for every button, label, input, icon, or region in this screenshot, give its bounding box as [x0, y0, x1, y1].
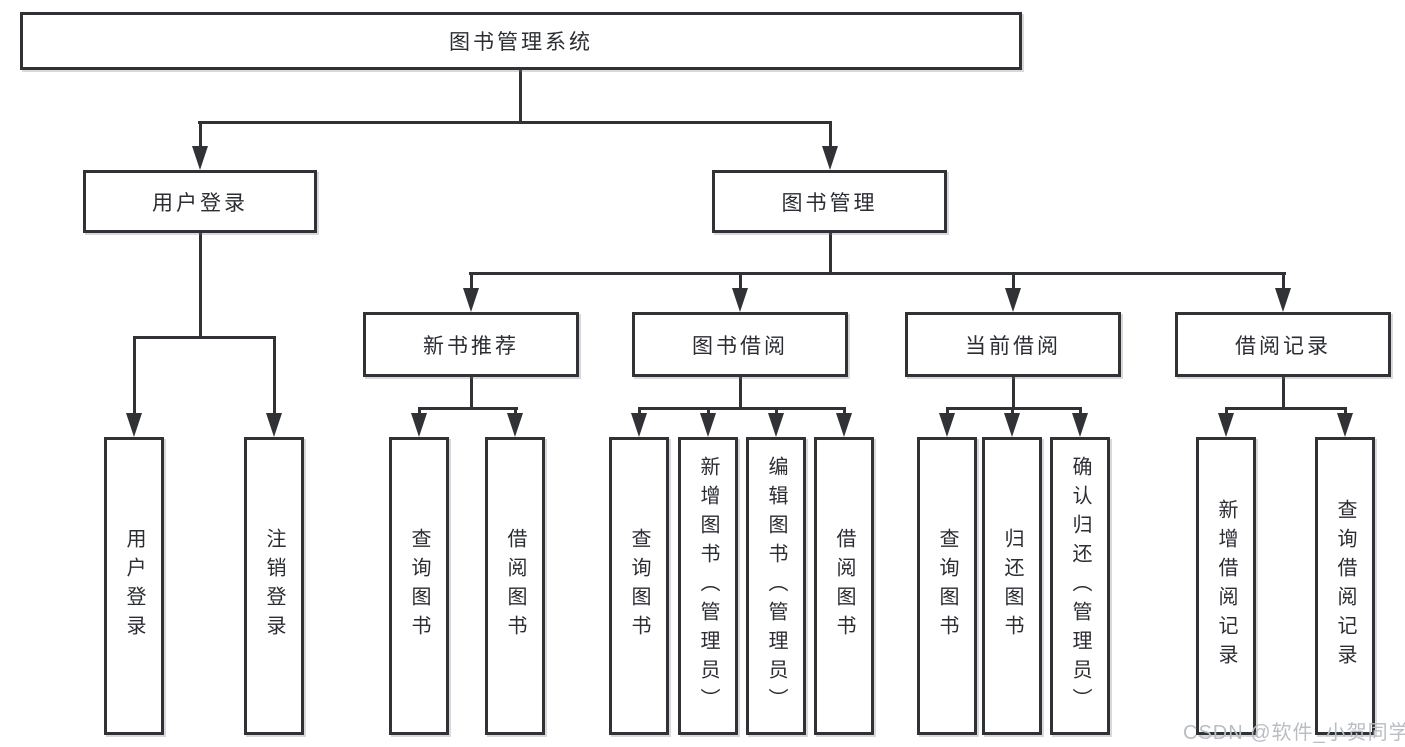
leaf-borrow-books-recommend: 借阅图书: [485, 437, 545, 735]
leaf-logout: 注销登录: [244, 437, 304, 735]
leaf-user-login: 用户登录: [104, 437, 164, 735]
leaf-add-book-admin-label: 新增图书（管理员）: [697, 455, 719, 717]
connector-line: [638, 407, 641, 417]
arrowhead-down-icon: [631, 413, 647, 437]
leaf-query-books-current: 查询图书: [917, 437, 977, 735]
connector-line: [1012, 376, 1015, 410]
connector-line: [739, 272, 742, 290]
leaf-edit-book-admin-label: 编辑图书（管理员）: [765, 455, 787, 717]
arrowhead-down-icon: [1337, 413, 1353, 437]
leaf-borrow-books-borrow: 借阅图书: [814, 437, 874, 735]
leaf-borrow-books-recommend-label: 借阅图书: [504, 528, 526, 644]
connector-line: [1012, 272, 1015, 290]
connector-line: [418, 407, 518, 410]
node-root-label: 图书管理系统: [449, 31, 593, 54]
node-current-borrow: 当前借阅: [905, 312, 1121, 377]
leaf-return-book-label: 归还图书: [1001, 528, 1023, 644]
connector-line: [1282, 272, 1285, 290]
arrowhead-down-icon: [463, 288, 479, 312]
leaf-query-borrow-record: 查询借阅记录: [1315, 437, 1375, 735]
connector-line: [470, 376, 473, 410]
connector-line: [638, 407, 846, 410]
node-book-management: 图书管理: [712, 170, 947, 233]
connector-line: [514, 407, 517, 417]
leaf-query-books-borrow: 查询图书: [609, 437, 669, 735]
connector-line: [1079, 407, 1082, 417]
connector-line: [1344, 407, 1347, 417]
connector-line: [133, 336, 136, 415]
node-new-book-recommend: 新书推荐: [363, 312, 579, 377]
node-borrow-records-label: 借阅记录: [1235, 334, 1331, 358]
connector-line: [1011, 407, 1014, 417]
leaf-logout-label: 注销登录: [263, 528, 285, 644]
connector-line: [199, 121, 202, 148]
connector-line: [829, 121, 832, 148]
arrowhead-down-icon: [768, 413, 784, 437]
leaf-confirm-return-admin-label: 确认归还（管理员）: [1069, 455, 1091, 717]
leaf-query-books-recommend: 查询图书: [389, 437, 449, 735]
leaf-borrow-books-borrow-label: 借阅图书: [833, 528, 855, 644]
node-current-borrow-label: 当前借阅: [965, 334, 1061, 358]
arrowhead-down-icon: [266, 413, 282, 437]
connector-line: [1225, 407, 1347, 410]
connector-line: [829, 232, 832, 275]
arrowhead-down-icon: [732, 288, 748, 312]
node-borrow-records: 借阅记录: [1175, 312, 1391, 377]
connector-line: [946, 407, 1082, 410]
arrowhead-down-icon: [1072, 413, 1088, 437]
arrowhead-down-icon: [507, 413, 523, 437]
connector-line: [775, 407, 778, 417]
leaf-return-book: 归还图书: [982, 437, 1042, 735]
leaf-confirm-return-admin: 确认归还（管理员）: [1050, 437, 1110, 735]
connector-line: [739, 376, 742, 410]
connector-line: [198, 121, 832, 124]
leaf-query-borrow-record-label: 查询借阅记录: [1334, 499, 1356, 673]
node-root: 图书管理系统: [20, 12, 1022, 70]
connector-line: [707, 407, 710, 417]
connector-line: [1282, 376, 1285, 410]
connector-line: [843, 407, 846, 417]
connector-line: [133, 336, 276, 339]
connector-line: [519, 70, 522, 124]
connector-line: [470, 272, 473, 290]
leaf-query-books-current-label: 查询图书: [936, 528, 958, 644]
leaf-edit-book-admin: 编辑图书（管理员）: [746, 437, 806, 735]
arrowhead-down-icon: [1004, 413, 1020, 437]
node-user-login: 用户登录: [83, 170, 317, 233]
leaf-query-books-borrow-label: 查询图书: [628, 528, 650, 644]
leaf-add-borrow-record: 新增借阅记录: [1196, 437, 1256, 735]
arrowhead-down-icon: [192, 146, 208, 170]
connector-line: [273, 336, 276, 415]
node-user-login-label: 用户登录: [152, 191, 248, 215]
leaf-add-book-admin: 新增图书（管理员）: [678, 437, 738, 735]
arrowhead-down-icon: [1218, 413, 1234, 437]
arrowhead-down-icon: [1275, 288, 1291, 312]
arrowhead-down-icon: [126, 413, 142, 437]
node-book-management-label: 图书管理: [781, 191, 878, 215]
leaf-add-borrow-record-label: 新增借阅记录: [1215, 499, 1237, 673]
node-new-book-recommend-label: 新书推荐: [423, 334, 519, 358]
node-book-borrow-label: 图书借阅: [692, 334, 788, 358]
arrowhead-down-icon: [411, 413, 427, 437]
connector-line: [418, 407, 421, 417]
arrowhead-down-icon: [1005, 288, 1021, 312]
arrowhead-down-icon: [700, 413, 716, 437]
connector-line: [469, 272, 1286, 275]
leaf-user-login-label: 用户登录: [123, 528, 145, 644]
connector-line: [199, 233, 202, 339]
arrowhead-down-icon: [822, 146, 838, 170]
leaf-query-books-recommend-label: 查询图书: [408, 528, 430, 644]
connector-line: [946, 407, 949, 417]
connector-line: [1225, 407, 1228, 417]
arrowhead-down-icon: [836, 413, 852, 437]
node-book-borrow: 图书借阅: [632, 312, 848, 377]
watermark-text: CSDN @软件_小贺同学: [1183, 722, 1405, 744]
arrowhead-down-icon: [939, 413, 955, 437]
